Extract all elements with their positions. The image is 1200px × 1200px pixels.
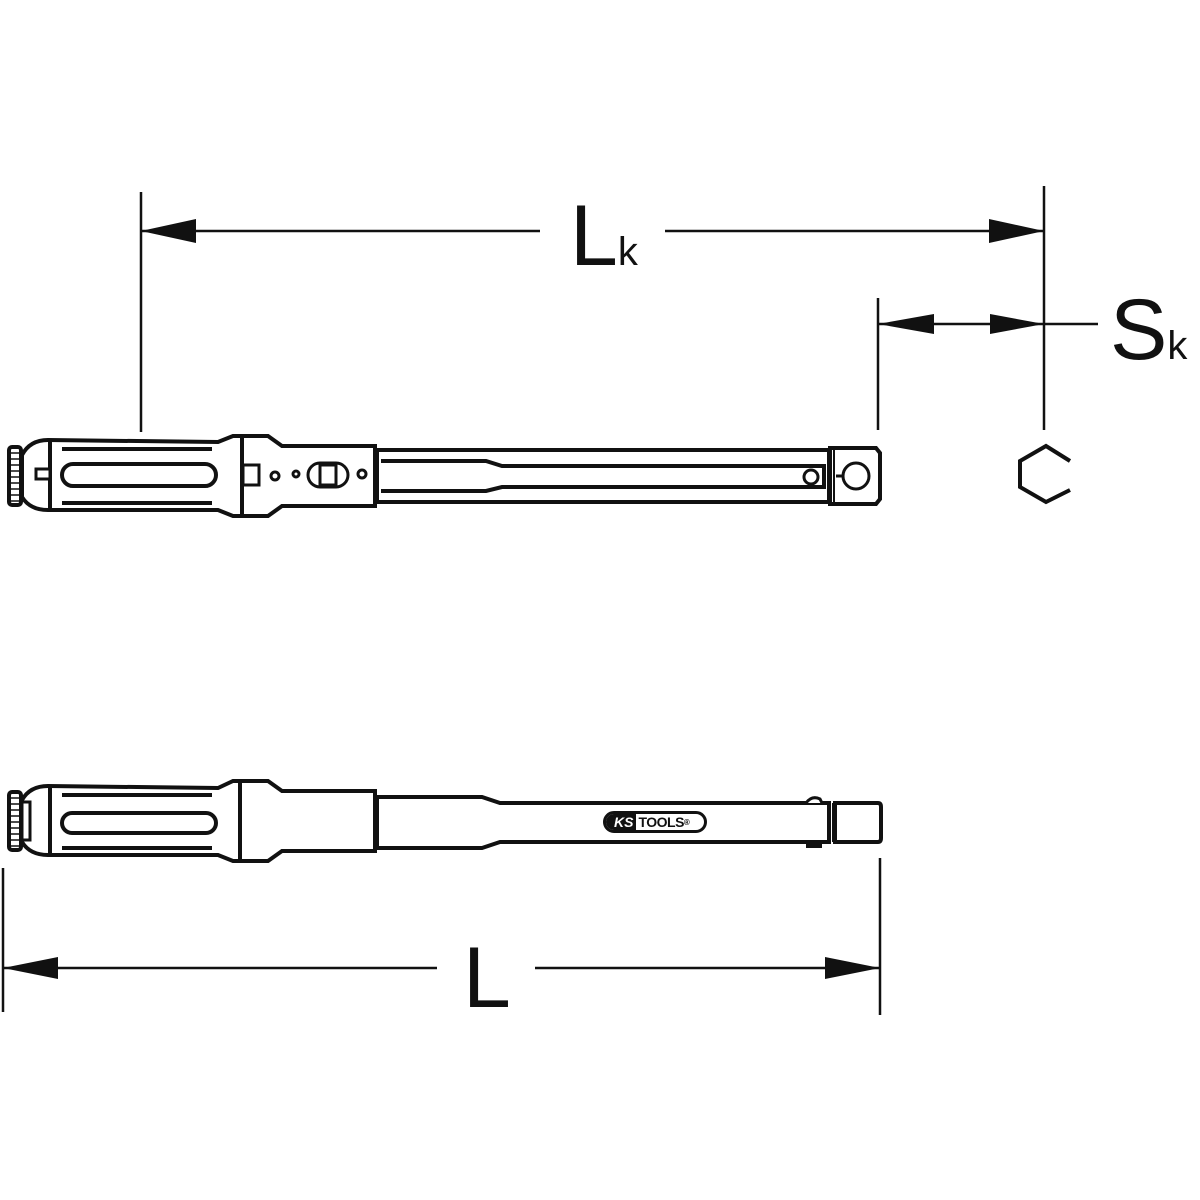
l-label-main: L (463, 930, 511, 1026)
lk-dimension (139, 186, 1046, 432)
sk-label-sub: k (1167, 324, 1188, 368)
knurled-cap (7, 790, 23, 852)
sk-dimension (876, 298, 1098, 430)
sk-label: Sk (1110, 287, 1187, 373)
grip-slot (60, 811, 218, 835)
lk-label-main: L (570, 188, 618, 284)
square-drive (833, 801, 883, 844)
wrench-side-view (7, 779, 883, 863)
knurled-cap (7, 445, 23, 507)
arrowhead-left-icon (878, 314, 934, 334)
logo-tools: TOOLS (638, 814, 684, 830)
arrowhead-right-icon (989, 219, 1044, 243)
wrench-top-view (7, 434, 882, 518)
arrowhead-left-icon (141, 219, 196, 243)
logo-registered-mark: ® (683, 817, 690, 827)
arrowhead-right-icon (825, 957, 880, 979)
lk-label: Lk (570, 193, 638, 279)
lk-label-sub: k (617, 230, 638, 274)
arrowhead-left-icon (3, 957, 58, 979)
l-dimension (1, 858, 882, 1015)
logo-ks: KS (606, 814, 637, 830)
grip-slot (60, 462, 218, 488)
arrowhead-right-icon (990, 314, 1044, 334)
l-label: L (463, 935, 511, 1021)
sk-label-main: S (1110, 282, 1168, 378)
hex-socket-icon (1018, 443, 1072, 505)
